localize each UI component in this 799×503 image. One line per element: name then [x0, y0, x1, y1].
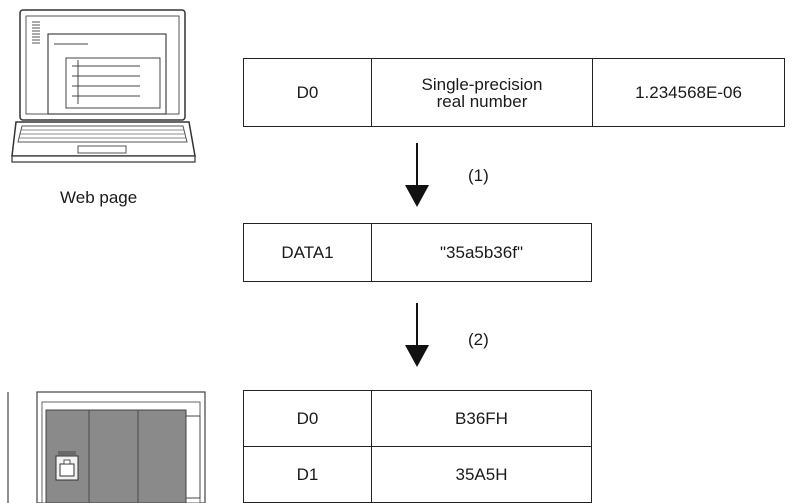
result-device-cell: D0	[243, 390, 372, 447]
result-row: D0 B36FH	[243, 390, 592, 447]
result-value-cell: B36FH	[371, 390, 592, 447]
step-2-label: (2)	[468, 330, 489, 349]
laptop-illustration	[11, 8, 202, 178]
source-table: D0 Single-precision real number 1.234568…	[243, 58, 785, 127]
down-arrow-1-icon	[405, 143, 429, 207]
result-row: D1 35A5H	[243, 446, 592, 503]
string-value-cell: "35a5b36f"	[371, 223, 592, 282]
source-type-line2: real number	[436, 91, 528, 111]
result-device-cell: D1	[243, 446, 372, 503]
laptop-caption: Web page	[60, 188, 138, 207]
result-value-cell: 35A5H	[371, 446, 592, 503]
string-name-cell: DATA1	[243, 223, 372, 282]
laptop-icon	[11, 9, 196, 163]
result-table: D0 B36FH D1 35A5H	[243, 390, 592, 503]
source-type-cell: Single-precision real number	[371, 58, 593, 127]
source-type-line1: Single-precision	[421, 74, 543, 94]
step-1-label: (1)	[468, 166, 489, 185]
down-arrow-2-icon	[405, 303, 429, 367]
string-table: DATA1 "35a5b36f"	[243, 223, 592, 282]
source-value-cell: 1.234568E-06	[592, 58, 785, 127]
plc-illustration	[0, 388, 220, 503]
source-device-cell: D0	[243, 58, 372, 127]
plc-icon	[7, 391, 206, 503]
